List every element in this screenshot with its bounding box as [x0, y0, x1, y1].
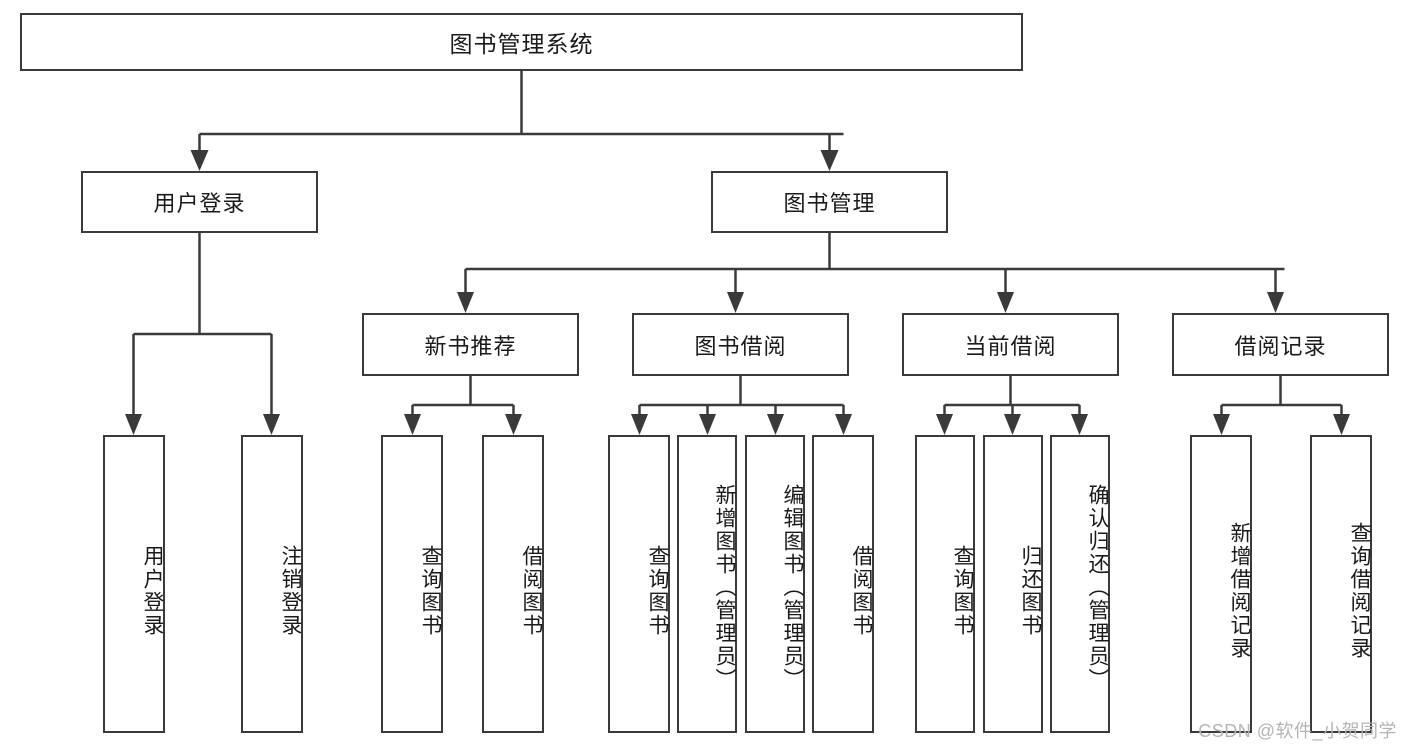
- leaf-borrow-book-new-rec[interactable]: 借阅图书: [482, 435, 544, 733]
- arrowhead-bb-leaf-4: [835, 414, 852, 435]
- node-label: 查询图书: [419, 545, 442, 637]
- node-label: 查询图书: [951, 545, 974, 637]
- arrowhead-leaf-user-login: [125, 414, 142, 435]
- leaf-confirm-return-admin[interactable]: 确认归还（管理员）: [1050, 435, 1110, 733]
- node-label: 图书借阅: [694, 333, 787, 359]
- arrowhead-bb-leaf-3: [767, 414, 784, 435]
- node-label: 确认归还（管理员）: [1086, 483, 1109, 691]
- arrowhead-cb-leaf-1: [936, 414, 953, 435]
- leaf-query-book-borrowing[interactable]: 查询图书: [608, 435, 670, 733]
- node-label: 当前借阅: [964, 333, 1057, 359]
- leaf-edit-book-admin[interactable]: 编辑图书（管理员）: [745, 435, 805, 733]
- arrowhead-book-manage: [820, 150, 839, 171]
- leaf-return-book[interactable]: 归还图书: [983, 435, 1043, 733]
- node-user-login[interactable]: 用户登录: [81, 171, 318, 233]
- arrowhead-leaf-logout: [263, 414, 280, 435]
- node-label: 查询图书: [646, 545, 669, 637]
- node-label: 借阅图书: [520, 545, 543, 637]
- node-label: 用户登录: [141, 545, 164, 637]
- node-book-borrowing[interactable]: 图书借阅: [632, 313, 849, 376]
- arrowhead-cb-leaf-2: [1004, 414, 1021, 435]
- arrowhead-current-borrow: [997, 292, 1014, 313]
- node-label: 注销登录: [279, 545, 302, 637]
- node-label: 新增借阅记录: [1228, 522, 1251, 660]
- node-current-borrowing[interactable]: 当前借阅: [902, 313, 1119, 376]
- leaf-logout[interactable]: 注销登录: [241, 435, 303, 733]
- node-label: 新书推荐: [424, 333, 517, 359]
- node-label: 查询借阅记录: [1348, 522, 1371, 660]
- arrowhead-br-leaf-1: [1213, 414, 1230, 435]
- leaf-query-book-new-rec[interactable]: 查询图书: [381, 435, 443, 733]
- node-new-book-recommendation[interactable]: 新书推荐: [362, 313, 579, 376]
- arrowhead-nbr-leaf-2: [505, 414, 522, 435]
- node-label: 用户登录: [153, 191, 246, 216]
- arrowhead-cb-leaf-3: [1071, 414, 1088, 435]
- arrowhead-bb-leaf-1: [631, 414, 648, 435]
- leaf-query-borrow-record[interactable]: 查询借阅记录: [1310, 435, 1372, 733]
- arrowhead-user-login: [190, 150, 209, 171]
- node-root-book-management-system[interactable]: 图书管理系统: [20, 13, 1023, 71]
- node-label: 借阅图书: [850, 545, 873, 637]
- node-book-management[interactable]: 图书管理: [711, 171, 948, 233]
- leaf-add-book-admin[interactable]: 新增图书（管理员）: [677, 435, 737, 733]
- leaf-add-borrow-record[interactable]: 新增借阅记录: [1190, 435, 1252, 733]
- arrowhead-borrow-record: [1267, 292, 1284, 313]
- leaf-user-login[interactable]: 用户登录: [103, 435, 165, 733]
- node-borrowing-record[interactable]: 借阅记录: [1172, 313, 1389, 376]
- csdn-watermark: CSDN @软件_小贺同学: [1198, 721, 1397, 741]
- arrowhead-book-borrow: [727, 292, 744, 313]
- arrowhead-nbr-leaf-1: [404, 414, 421, 435]
- node-label: 归还图书: [1019, 545, 1042, 637]
- arrowhead-bb-leaf-2: [699, 414, 716, 435]
- node-label: 借阅记录: [1234, 333, 1327, 359]
- leaf-borrow-book-borrowing[interactable]: 借阅图书: [812, 435, 874, 733]
- arrowhead-new-book-rec: [457, 292, 474, 313]
- node-label: 新增图书（管理员）: [713, 483, 736, 691]
- leaf-query-book-current[interactable]: 查询图书: [915, 435, 975, 733]
- node-label: 编辑图书（管理员）: [781, 483, 804, 691]
- arrowhead-br-leaf-2: [1333, 414, 1350, 435]
- node-label: 图书管理: [783, 191, 876, 216]
- node-label: 图书管理系统: [449, 31, 594, 57]
